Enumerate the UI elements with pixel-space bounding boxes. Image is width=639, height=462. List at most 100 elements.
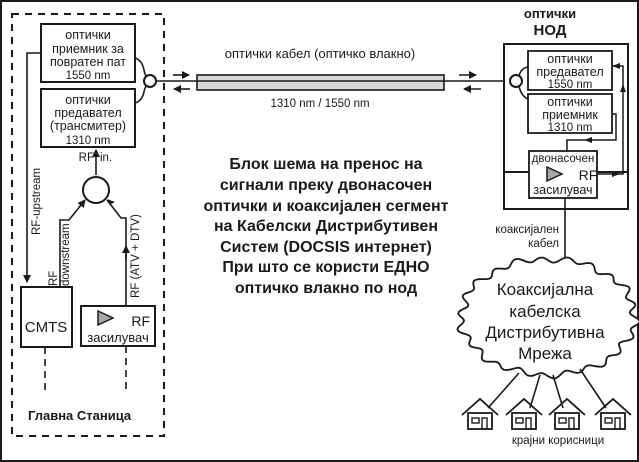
end-users-label: крајни корисници — [512, 435, 604, 447]
headend-label: Главна Станица — [28, 408, 132, 423]
rf-upstream-label: RF-upstream — [31, 168, 43, 235]
coax-label-line-1: коаксијален — [495, 224, 559, 236]
node-receiver-line-2: приемник — [542, 108, 598, 122]
node-optical-coupler — [509, 74, 523, 88]
node-upstream-arrowhead-1 — [612, 171, 620, 177]
house-roof — [505, 397, 543, 416]
network-line-1: Коаксијална — [497, 280, 594, 299]
house-window — [558, 417, 567, 424]
node-coupler-branch-bottom — [518, 85, 529, 100]
rf-in-label-in: in. — [100, 152, 112, 164]
end-user-houses — [461, 397, 632, 430]
fiber-wavelengths: 1310 nm / 1550 nm — [270, 98, 369, 110]
headend-dashed-border — [11, 13, 165, 437]
house-door — [481, 417, 488, 430]
headend-receiver-box — [40, 23, 136, 83]
headend-transmitter-line-3: (трансмитер) — [50, 119, 126, 133]
network-line-2: кабелска — [509, 302, 581, 321]
house-window — [515, 417, 524, 424]
drop-line-3 — [552, 374, 564, 409]
headend-receiver-line-2: приемник за — [52, 42, 124, 56]
headend-optical-coupler — [143, 74, 157, 88]
drop-line-4 — [579, 368, 607, 409]
house-window — [604, 417, 613, 424]
headend-rf-amplifier-box — [80, 305, 156, 347]
node-amplifier-triangle-icon — [546, 165, 564, 183]
house-body — [600, 412, 626, 430]
rf-downstream-label-rf: RF — [48, 271, 60, 286]
house-roof — [594, 397, 632, 416]
description-line-7: оптичко влакно по нод — [235, 280, 417, 297]
headend-receiver-line-4: 1550 nm — [66, 70, 111, 82]
cmts-box — [20, 286, 73, 348]
headend-transmitter-box — [40, 88, 136, 148]
rf-upstream-line — [23, 52, 41, 283]
network-line-4: Мрежа — [518, 344, 572, 363]
headend-group: оптички приемник за повратен пат 1550 nm… — [11, 13, 165, 437]
house-door — [525, 417, 532, 430]
node-title-line-1: оптички — [524, 6, 576, 21]
node-amplifier-line-2: RF — [579, 167, 598, 183]
headend-rf-amplifier-line-1: RF — [131, 313, 150, 329]
rf-combiner — [82, 176, 110, 204]
rf-atv-dtv-line — [106, 199, 127, 306]
rf-downstream-label-downstream: downstream — [60, 223, 72, 286]
rf-downstream-line — [59, 199, 86, 287]
house-icon — [594, 397, 632, 430]
house-icon — [548, 397, 586, 430]
node-downstream-line — [566, 113, 617, 151]
headend-transmitter-line-2: предавател — [54, 106, 121, 120]
house-door — [614, 417, 621, 430]
node-title-line-2: НОД — [534, 22, 567, 39]
description-line-1: Блок шема на пренос на — [229, 156, 422, 173]
fiber-cable — [196, 74, 445, 91]
node-amplifier-line-3: засилувач — [533, 183, 592, 197]
house-body — [467, 412, 493, 430]
node-transmitter-line-1: оптички — [547, 52, 592, 66]
rf-atv-dtv-label: RF (ATV + DTV) — [130, 214, 142, 298]
network-line-3: Дистрибутивна — [485, 323, 605, 342]
drop-line-1 — [487, 372, 520, 409]
node-amplifier-line-1: двонасочен — [532, 153, 595, 165]
rf-in-label-rf: RF — [79, 152, 94, 164]
fiber-title: оптички кабел (оптичко влакно) — [225, 46, 415, 61]
description-line-5: Систем (DOCSIS интернет) — [220, 239, 432, 256]
cmts-label: CMTS — [25, 319, 68, 336]
headend-receiver-line-3: повратен пат — [50, 55, 126, 69]
house-roof — [548, 397, 586, 416]
node-transmitter-box — [527, 50, 613, 91]
node-coupler-branch-top — [518, 66, 529, 77]
description-line-4: на Кабелски Дистрибутивен — [214, 218, 438, 235]
headend-coupler-branch-bottom — [134, 83, 149, 104]
description-line-2: сигнали преку двонасочен — [220, 177, 432, 194]
headend-coupler-branch-top — [134, 57, 149, 79]
coax-network-group: Коаксијална кабелска Дистрибутивна Мрежа… — [456, 256, 639, 447]
node-transmitter-line-3: 1550 nm — [548, 79, 593, 91]
description-line-6: При што се користи ЕДНО — [222, 259, 429, 276]
combiner-arrowhead-right — [107, 199, 115, 204]
node-downstream-arrowhead — [584, 137, 592, 143]
house-body — [554, 412, 580, 430]
coax-label-line-2: кабел — [528, 238, 559, 250]
description-block: Блок шема на пренос на сигнали преку дво… — [204, 156, 449, 297]
description-line-3: оптички и коаксијален сегмент — [204, 198, 449, 215]
node-box-lower — [503, 172, 629, 210]
node-transmitter-line-2: предавател — [536, 65, 603, 79]
house-roof — [461, 397, 499, 416]
node-upstream-arrowhead-2 — [620, 84, 626, 92]
house-icon — [505, 397, 543, 430]
node-receiver-line-1: оптички — [547, 95, 592, 109]
drop-line-2 — [529, 374, 541, 409]
amplifier-triangle-icon — [97, 309, 115, 327]
node-group: оптички НОД оптички предавател 1550 nm о… — [495, 6, 629, 258]
house-door — [568, 417, 575, 430]
node-receiver-box — [527, 93, 613, 134]
node-receiver-line-3: 1310 nm — [548, 122, 593, 134]
fiber-group: оптички кабел (оптичко влакно) 1310 nm /… — [156, 46, 512, 110]
headend-receiver-line-1: оптички — [65, 28, 110, 42]
headend-transmitter-line-1: оптички — [65, 93, 110, 107]
house-icon — [461, 397, 499, 430]
coax-network-cloud — [456, 256, 639, 380]
